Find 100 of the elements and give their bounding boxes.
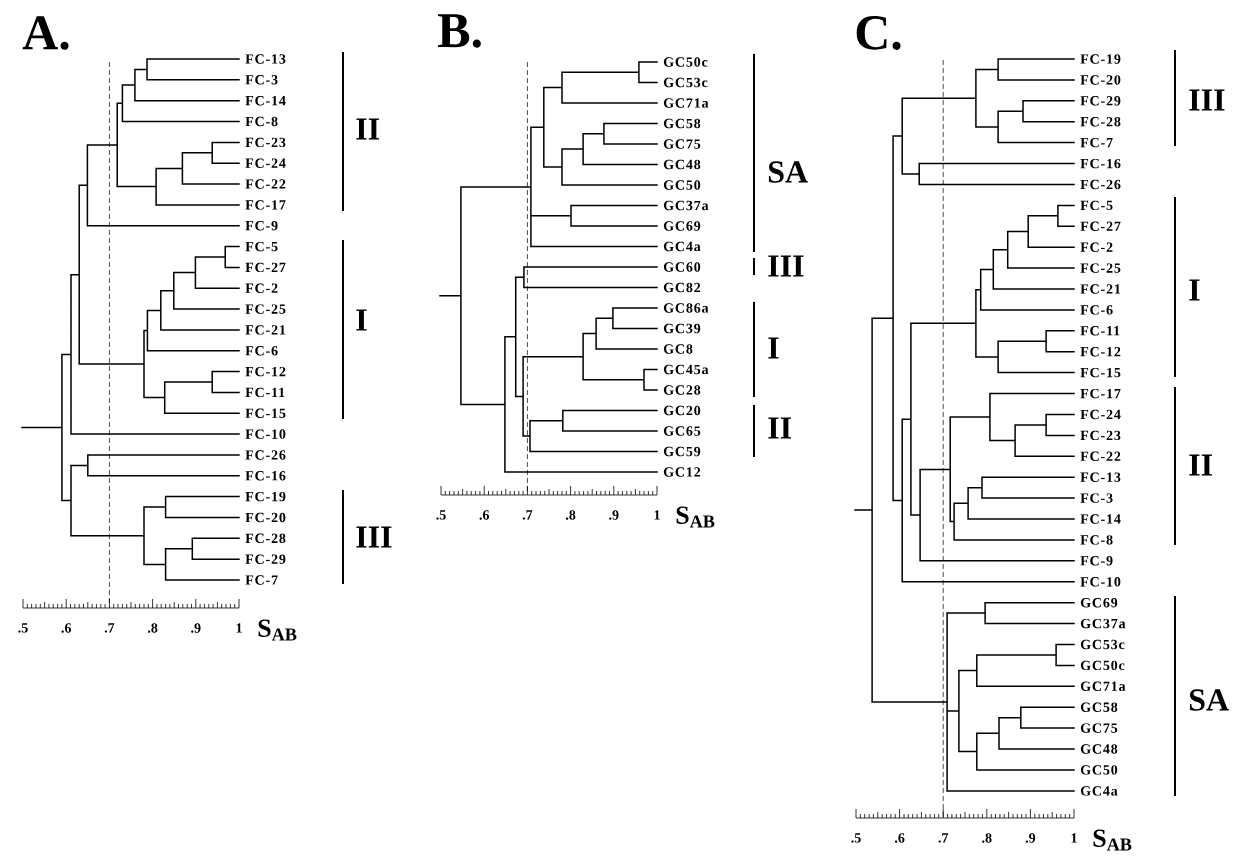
tick-label: .7 — [522, 510, 533, 520]
axis-label: S$_{AB}$ — [258, 619, 297, 641]
tick-label: .9 — [191, 623, 201, 633]
leaf-label: FC-27 — [1080, 221, 1121, 231]
leaf-label: FC-22 — [1080, 451, 1121, 461]
leaf-label: GC28 — [663, 385, 701, 395]
cluster-label: SA — [1189, 689, 1229, 711]
tick-label: .6 — [894, 833, 905, 843]
leaf-label: FC-6 — [245, 346, 278, 356]
leaf-label: FC-17 — [1080, 388, 1121, 399]
leaf-label: FC-14 — [245, 96, 286, 106]
leaf-label: GC65 — [663, 426, 701, 436]
cluster-label: I — [356, 309, 367, 331]
leaf-label: GC53c — [1080, 639, 1125, 650]
cluster-label: III — [768, 255, 804, 277]
tick-label: 1 — [236, 623, 242, 633]
leaf-label: GC75 — [1080, 723, 1118, 733]
leaf-label: FC-5 — [1080, 200, 1113, 211]
leaf-label: GC53c — [663, 77, 708, 88]
leaf-label: FC-20 — [245, 512, 286, 523]
leaf-label: GC58 — [1080, 702, 1118, 712]
leaf-label: GC50c — [663, 57, 708, 67]
leaf-label: GC50c — [1080, 660, 1125, 671]
tick-label: .5 — [436, 510, 446, 520]
leaf-label: GC86a — [663, 303, 709, 313]
leaf-label: GC69 — [1080, 598, 1118, 608]
leaf-label: FC-15 — [1080, 367, 1121, 378]
leaf-label: FC-7 — [1080, 137, 1113, 148]
leaf-label: FC-26 — [1080, 179, 1121, 190]
cluster-label: III — [356, 526, 392, 548]
tick-label: .9 — [1025, 833, 1036, 843]
panel-letter: B. — [438, 14, 481, 48]
leaf-label: FC-3 — [245, 75, 278, 85]
leaf-label: FC-20 — [1080, 75, 1121, 85]
panel-letter: C. — [856, 16, 901, 50]
leaf-label: FC-16 — [1080, 158, 1121, 169]
leaf-label: FC-24 — [245, 158, 286, 168]
axis-label: S$_{AB}$ — [1093, 829, 1132, 851]
leaf-label: FC-11 — [1080, 326, 1120, 336]
leaf-label: FC-8 — [245, 116, 278, 127]
leaf-label: FC-5 — [245, 241, 278, 252]
leaf-label: FC-2 — [245, 283, 278, 293]
leaf-label: GC48 — [663, 159, 701, 170]
tick-label: .8 — [982, 833, 992, 843]
leaf-label: GC60 — [663, 262, 701, 272]
leaf-label: FC-24 — [1080, 409, 1121, 420]
leaf-label: GC48 — [1080, 744, 1118, 754]
leaf-label: FC-29 — [1080, 96, 1121, 106]
leaf-label: FC-2 — [1080, 242, 1113, 252]
panel-letter: A. — [22, 16, 69, 50]
leaf-label: FC-9 — [245, 221, 278, 231]
leaf-label: FC-25 — [245, 304, 286, 314]
leaf-label: FC-28 — [1080, 116, 1121, 127]
leaf-label: GC4a — [1080, 786, 1118, 796]
cluster-label: I — [768, 337, 779, 359]
cluster-label: II — [356, 118, 380, 140]
leaf-label: FC-25 — [1080, 263, 1121, 273]
leaf-label: FC-17 — [245, 200, 286, 210]
cluster-label: I — [1189, 279, 1200, 301]
tick-label: .9 — [609, 510, 619, 520]
leaf-label: FC-21 — [245, 325, 286, 335]
tick-label: .6 — [479, 510, 490, 520]
leaf-label: GC8 — [663, 344, 693, 354]
leaf-label: GC37a — [1080, 618, 1126, 629]
leaf-label: FC-14 — [1080, 514, 1121, 524]
cluster-label: II — [1189, 454, 1212, 476]
leaf-label: FC-27 — [245, 262, 286, 273]
cluster-label: III — [1189, 89, 1225, 111]
tick-label: .8 — [565, 510, 576, 520]
leaf-label: FC-3 — [1080, 493, 1113, 503]
tick-label: 1 — [654, 510, 660, 520]
tick-label: .5 — [18, 623, 28, 633]
leaf-label: FC-23 — [1080, 430, 1121, 441]
leaf-label: FC-10 — [245, 429, 286, 439]
tick-label: .5 — [851, 833, 861, 843]
leaf-label: GC50 — [663, 180, 701, 190]
leaf-label: FC-23 — [245, 137, 286, 148]
leaf-label: FC-10 — [1080, 577, 1121, 587]
leaf-label: FC-19 — [245, 491, 286, 502]
leaf-label: FC-19 — [1080, 54, 1121, 64]
leaf-label: FC-8 — [1080, 535, 1113, 545]
tick-label: .6 — [61, 623, 72, 633]
leaf-label: GC58 — [663, 118, 701, 129]
leaf-label: FC-6 — [1080, 305, 1113, 315]
leaf-label: FC-7 — [245, 575, 278, 585]
leaf-label: FC-15 — [245, 408, 286, 418]
leaf-label: FC-13 — [1080, 472, 1121, 482]
leaf-label: FC-16 — [245, 471, 286, 481]
cluster-label: II — [768, 417, 791, 439]
leaf-label: GC37a — [663, 200, 709, 211]
leaf-label: FC-12 — [245, 366, 286, 377]
axis-label: S$_{AB}$ — [676, 506, 715, 528]
leaf-label: GC59 — [663, 446, 701, 457]
leaf-label: FC-11 — [245, 387, 285, 398]
leaf-label: GC20 — [663, 405, 701, 416]
tick-label: .8 — [147, 623, 158, 633]
leaf-label: GC82 — [663, 282, 701, 293]
leaf-label: FC-22 — [245, 179, 286, 189]
leaf-label: FC-21 — [1080, 284, 1121, 294]
tick-label: .7 — [104, 623, 115, 633]
